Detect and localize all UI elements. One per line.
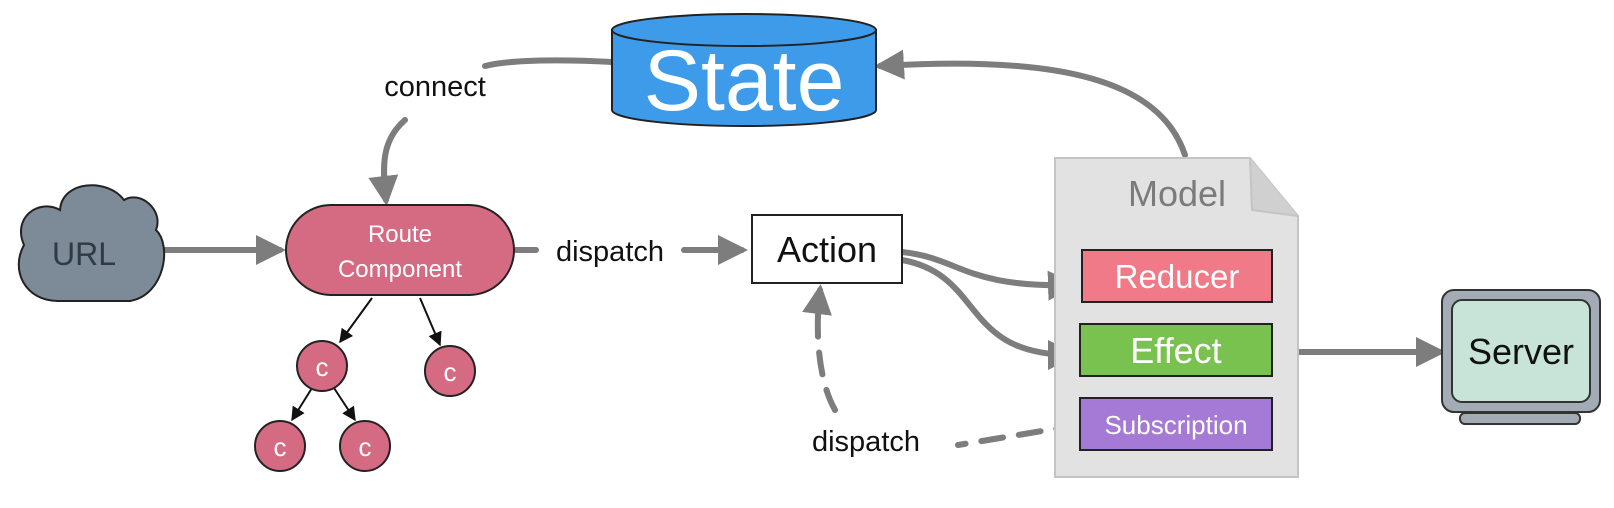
route-to-child-1-arrow — [339, 297, 373, 344]
child-component-3-circle — [254, 420, 306, 472]
server-node: Server — [1441, 289, 1601, 425]
server-monitor-stand — [1459, 412, 1581, 425]
state-cylinder — [611, 29, 877, 127]
subscription-label: Subscription — [1104, 410, 1247, 440]
effect-node: Effect — [1079, 323, 1273, 377]
route-to-child-2-arrow — [419, 297, 442, 347]
subscription-box — [1079, 397, 1273, 451]
connect-label: connect — [384, 71, 486, 103]
model-document-fold — [1249, 157, 1299, 217]
child-component-2: c — [424, 345, 476, 397]
effect-label: Effect — [1130, 330, 1221, 371]
url-cloud-shape — [17, 184, 166, 302]
state-cylinder-top — [611, 13, 877, 47]
action-to-reducer-arrow — [899, 249, 1078, 301]
action-to-effect-arrow — [899, 257, 1078, 370]
action-node: Action — [751, 214, 903, 284]
model-to-state-arrow — [874, 49, 1188, 158]
reducer-box — [1081, 249, 1273, 303]
model-label: Model — [1128, 173, 1226, 214]
action-box — [751, 214, 903, 284]
connect-arrow — [384, 57, 615, 200]
child-component-1-circle — [296, 340, 348, 392]
child-component-2-circle — [424, 345, 476, 397]
server-monitor-screen — [1451, 299, 1591, 403]
child-component-3-label: c — [274, 432, 287, 462]
state-label: State — [644, 33, 845, 129]
child-component-4-label: c — [359, 432, 372, 462]
route-component-line1: Route — [368, 221, 432, 248]
child-component-3: c — [254, 420, 306, 472]
child-1-to-child-3-arrow — [291, 387, 313, 422]
dispatch-subscription-label: dispatch — [812, 426, 920, 458]
reducer-node: Reducer — [1081, 249, 1273, 303]
url-label: URL — [52, 236, 116, 272]
child-component-1-label: c — [316, 352, 329, 382]
child-component-1: c — [296, 340, 348, 392]
dispatch-route-label: dispatch — [556, 236, 664, 268]
action-label: Action — [777, 229, 877, 270]
route-component-line2: Component — [338, 256, 462, 283]
server-label: Server — [1468, 331, 1574, 372]
effect-box — [1079, 323, 1273, 377]
url-node: URL — [17, 184, 166, 302]
dispatch-to-action-dashed-arrow — [802, 284, 838, 413]
route-component-node: Route Component — [285, 204, 515, 296]
child-1-to-child-4-arrow — [333, 387, 356, 422]
subscription-node: Subscription — [1079, 397, 1273, 451]
child-component-4: c — [339, 420, 391, 472]
route-component-shape — [285, 204, 515, 296]
reducer-label: Reducer — [1115, 258, 1240, 295]
state-node: State — [611, 13, 877, 129]
child-component-4-circle — [339, 420, 391, 472]
child-component-2-label: c — [444, 357, 457, 387]
